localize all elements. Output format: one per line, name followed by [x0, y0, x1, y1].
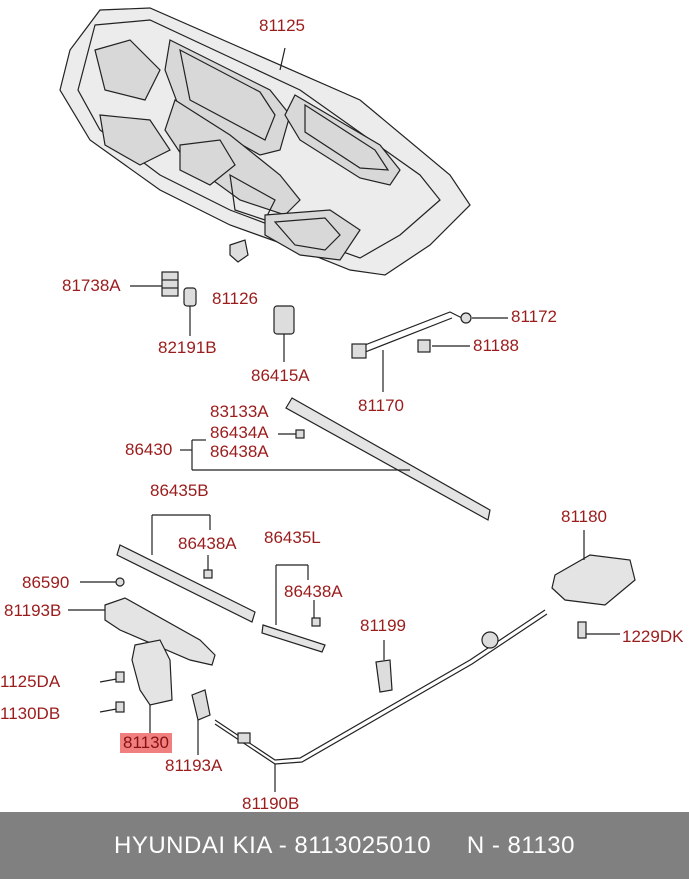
label-81180: 81180: [561, 507, 608, 526]
seal-86435B: [116, 514, 256, 623]
bumper-81126: [229, 239, 249, 263]
hood-panel-81125: [59, 7, 471, 276]
label-1229DK: 1229DK: [622, 627, 684, 646]
label-81193A: 81193A: [165, 756, 223, 775]
label-81126: 81126: [212, 289, 259, 308]
seal-86435L: [261, 564, 326, 653]
bumper-86415A: [273, 305, 295, 362]
label-86438A-2: 86438A: [178, 534, 237, 553]
bolt-1130DB: [99, 701, 125, 713]
label-81125: 81125: [259, 16, 306, 35]
label-81190B: 81190B: [242, 794, 300, 813]
label-86438A-1: 86438A: [210, 442, 269, 461]
label-82191B: 82191B: [158, 338, 217, 357]
label-86438A-3: 86438A: [284, 582, 343, 601]
latch-bracket-81193B: [68, 577, 216, 666]
release-handle-81180: [551, 530, 636, 639]
label-81130-highlighted: 81130: [120, 733, 173, 753]
label-81170: 81170: [358, 396, 405, 415]
label-81193B: 81193B: [4, 601, 62, 620]
clip-81193A: [191, 689, 211, 755]
label-81738A: 81738A: [62, 276, 121, 295]
release-cable-81190B: [214, 609, 548, 792]
label-1130DB: 1130DB: [0, 704, 61, 723]
holder-81188: [417, 339, 470, 353]
label-81172: 81172: [511, 307, 558, 326]
clip-81199: [375, 640, 393, 693]
diagram-drawing: [59, 7, 636, 792]
label-86435L: 86435L: [264, 528, 321, 547]
hood-latch-81130: [131, 639, 173, 735]
label-83133A: 83133A: [210, 402, 269, 421]
stopper-82191B: [183, 287, 197, 336]
parts-diagram: 81125 81738A 81126 82191B 86415A 81172 8…: [0, 7, 684, 813]
grommet-81172: [460, 312, 508, 324]
bolt-1125DA: [99, 671, 125, 683]
label-1125DA: 1125DA: [0, 672, 61, 691]
label-81188: 81188: [473, 336, 520, 355]
label-86434A: 86434A: [210, 423, 269, 442]
label-86435B: 86435B: [150, 481, 209, 500]
footer-bar: HYUNDAI KIA - 8113025010 N - 81130: [0, 812, 689, 879]
hood-stay-81170: [351, 311, 463, 392]
label-81199: 81199: [360, 616, 407, 635]
weatherstrip-86430: [180, 397, 491, 521]
footer-text: HYUNDAI KIA - 8113025010 N - 81130: [113, 831, 576, 859]
label-86415A: 86415A: [251, 366, 310, 385]
label-86590: 86590: [22, 573, 70, 592]
label-86430: 86430: [125, 440, 173, 459]
stopper-81738A: [130, 271, 179, 297]
